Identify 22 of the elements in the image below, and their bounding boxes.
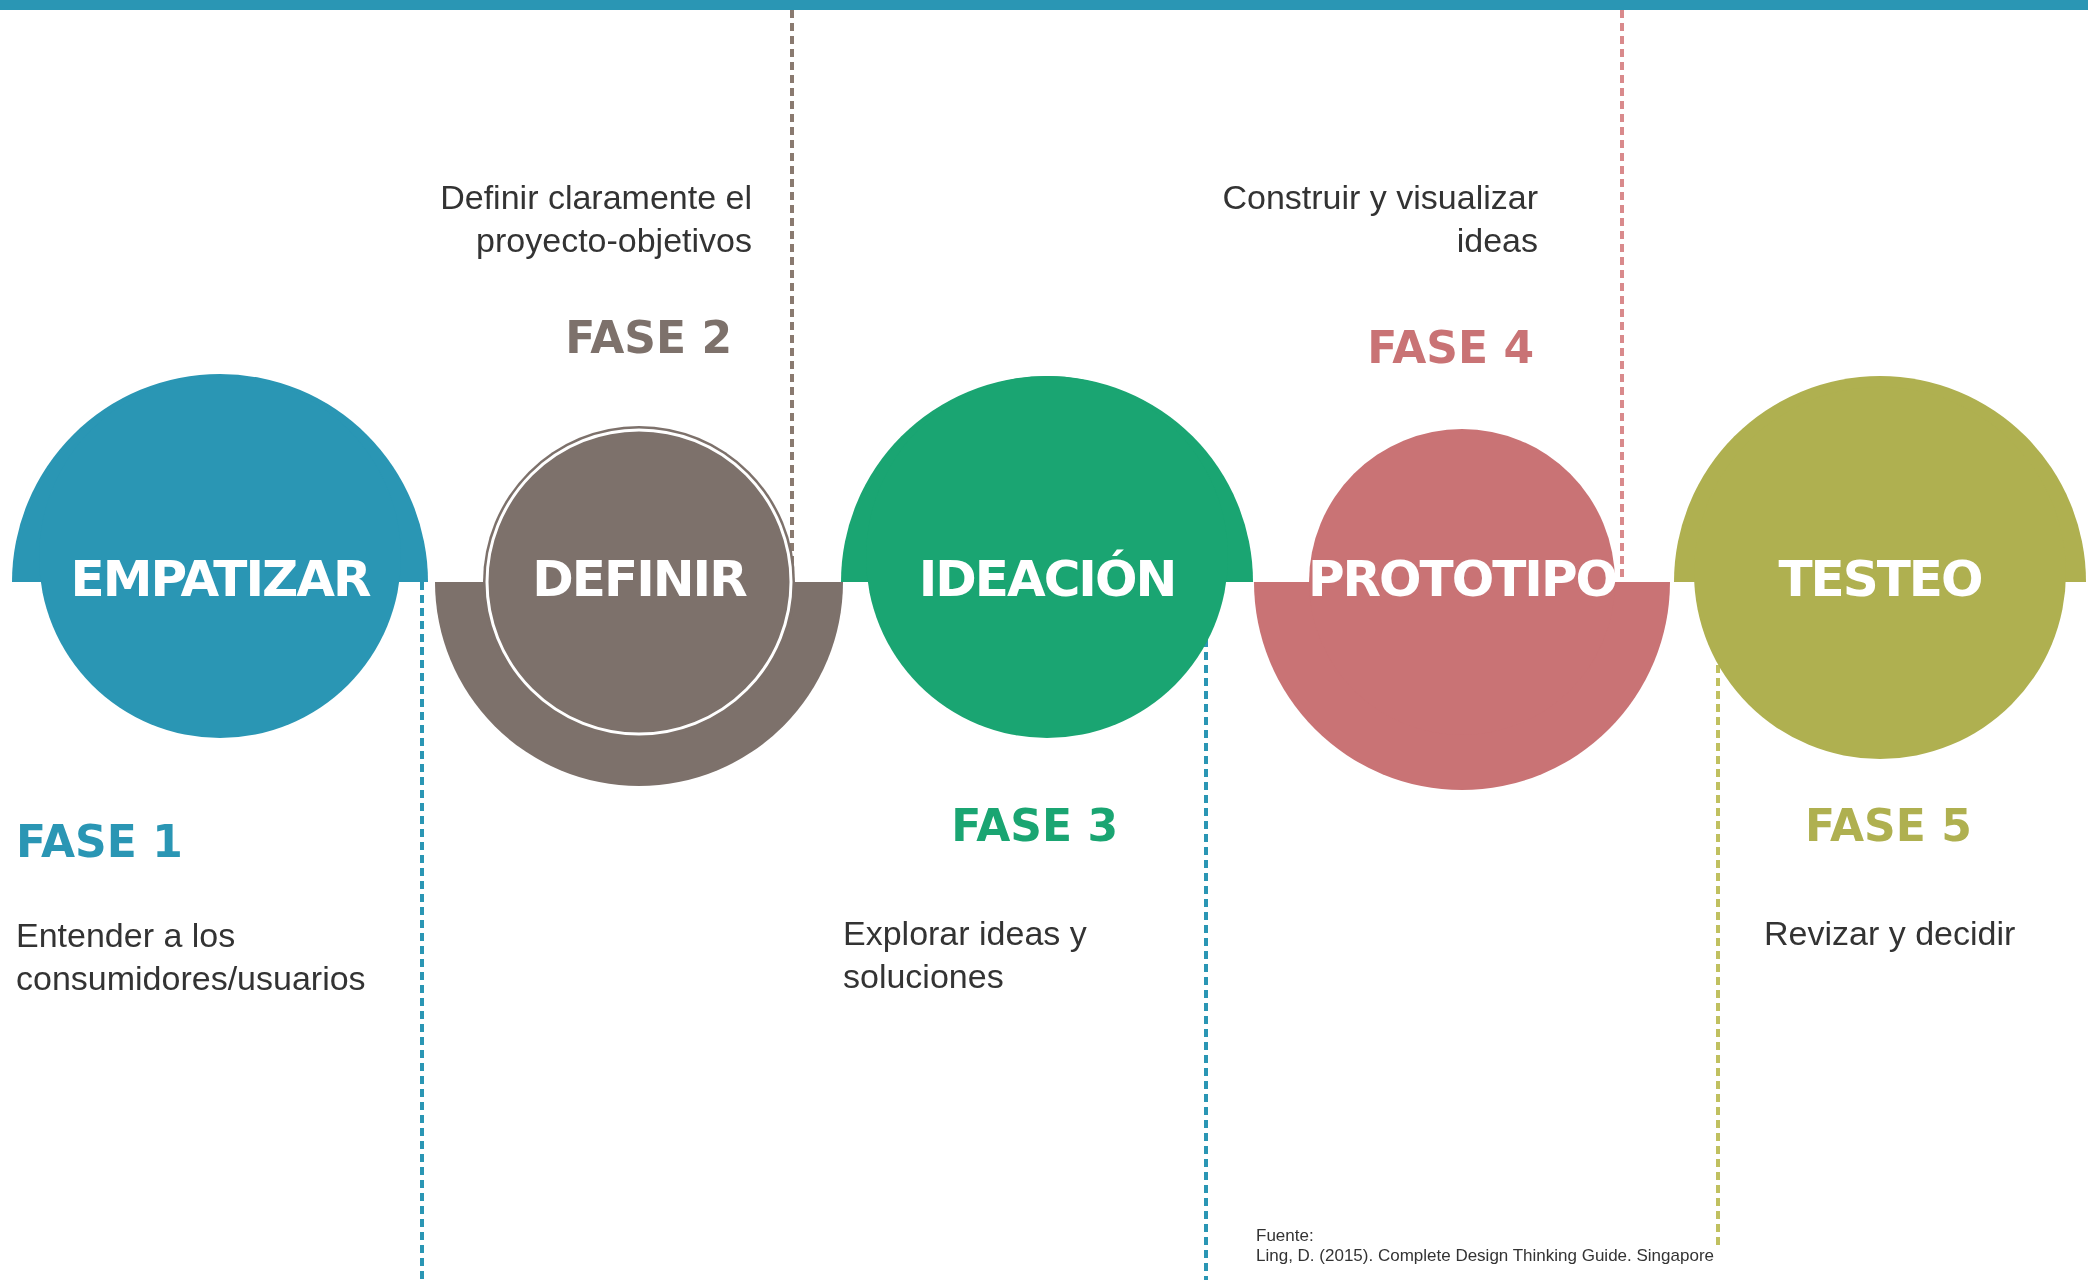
phase-description: Definir claramente el proyecto-objetivos <box>439 177 752 261</box>
phase-number: FASE 1 <box>16 816 183 867</box>
phase-description: Construir y visualizar ideas <box>1221 177 1538 261</box>
phase-name: IDEACIÓN <box>917 550 1177 608</box>
phase-description: Entender a los consumidores/usuarios <box>16 915 367 999</box>
source-citation: Ling, D. (2015). Complete Design Thinking Guide. Singapore <box>1256 1246 1714 1266</box>
phase-name: EMPATIZAR <box>69 550 371 608</box>
phase-number: FASE 4 <box>1367 322 1534 373</box>
phase-number: FASE 3 <box>951 800 1118 851</box>
phase-number: FASE 5 <box>1805 800 1972 851</box>
phase-name: TESTEO <box>1777 550 1983 608</box>
phase-name: DEFINIR <box>531 550 748 608</box>
phase-circle <box>1674 376 2086 759</box>
phase-circle <box>1254 429 1670 790</box>
phase-circle <box>12 374 428 738</box>
phase-circle <box>435 426 843 786</box>
phase-circle <box>841 376 1253 738</box>
phase-name: PROTOTIPO <box>1306 550 1618 608</box>
phase-description: Explorar ideas y soluciones <box>843 913 1088 997</box>
phase-description: Revizar y decidir <box>1764 913 2017 954</box>
source-heading: Fuente: <box>1256 1226 1314 1246</box>
phase-number: FASE 2 <box>565 312 732 363</box>
